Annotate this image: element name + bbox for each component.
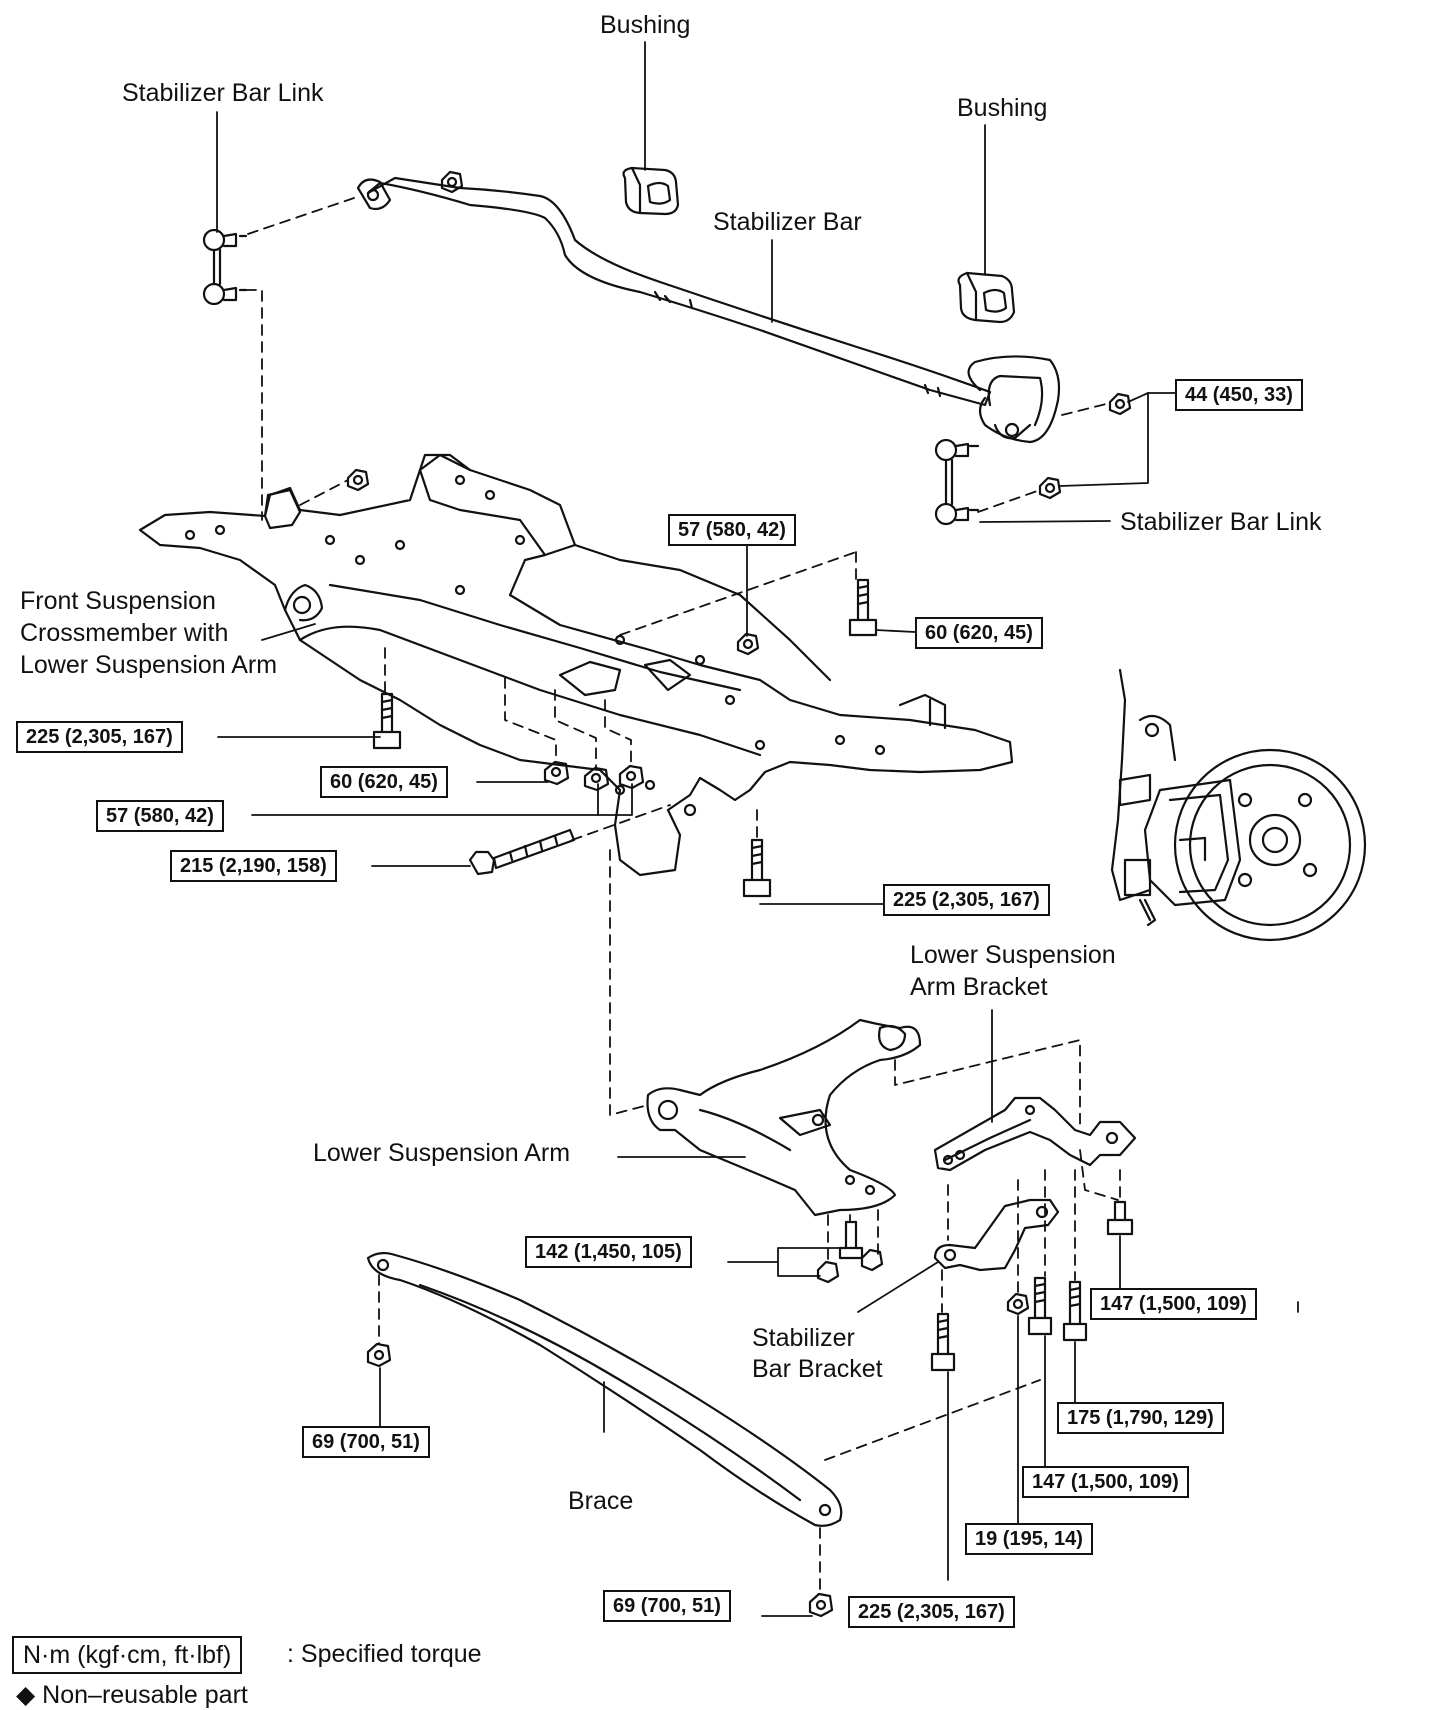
crossmember-label-line2: Crossmember with bbox=[20, 619, 229, 647]
brace-label: Brace bbox=[568, 1487, 634, 1515]
torque-spec: 175 (1,790, 129) bbox=[1057, 1402, 1224, 1434]
steering-knuckle-shape bbox=[1110, 668, 1367, 942]
torque-spec: 69 (700, 51) bbox=[302, 1426, 430, 1458]
torque-spec: 69 (700, 51) bbox=[603, 1590, 731, 1622]
lower-arm-label: Lower Suspension Arm bbox=[313, 1139, 571, 1167]
stab-link-left-shape bbox=[202, 228, 248, 306]
torque-spec: 57 (580, 42) bbox=[96, 800, 224, 832]
lower-arm-bracket-shape bbox=[933, 1096, 1137, 1172]
torque-spec: 57 (580, 42) bbox=[668, 514, 796, 546]
torque-spec: 147 (1,500, 109) bbox=[1090, 1288, 1257, 1320]
torque-spec: 225 (2,305, 167) bbox=[883, 884, 1050, 916]
stabilizer-bar-label: Stabilizer Bar bbox=[713, 208, 862, 236]
stab-bracket-label-line2: Bar Bracket bbox=[752, 1355, 883, 1383]
stab-link-right-label: Stabilizer Bar Link bbox=[1120, 508, 1322, 536]
nut-shape bbox=[440, 170, 464, 194]
bolt-shape bbox=[1062, 1280, 1088, 1342]
bushing-right-label: Bushing bbox=[957, 94, 1048, 122]
stab-link-right-shape bbox=[934, 438, 980, 526]
torque-spec: 225 (2,305, 167) bbox=[16, 721, 183, 753]
long-bolt-shape bbox=[468, 828, 576, 876]
bushing-right-shape bbox=[957, 271, 1016, 324]
bolt-shape bbox=[848, 578, 878, 637]
legend-unit-description: : Specified torque bbox=[287, 1640, 482, 1668]
stabilizer-bar-shape bbox=[356, 176, 1061, 444]
bolt-shape bbox=[1027, 1276, 1053, 1336]
stab-bar-bracket-shape bbox=[933, 1198, 1060, 1272]
bolt-shape bbox=[930, 1312, 956, 1372]
torque-spec: 44 (450, 33) bbox=[1175, 379, 1303, 411]
stab-bracket-label-line1: Stabilizer bbox=[752, 1324, 855, 1352]
bushing-left-label: Bushing bbox=[600, 11, 691, 39]
bushing-left-shape bbox=[622, 166, 680, 216]
torque-spec: 215 (2,190, 158) bbox=[170, 850, 337, 882]
torque-spec: 147 (1,500, 109) bbox=[1022, 1466, 1189, 1498]
lower-arm-bracket-label-line1: Lower Suspension bbox=[910, 941, 1116, 969]
lower-arm-bracket-label-line2: Arm Bracket bbox=[910, 973, 1048, 1001]
legend-unit-box: N·m (kgf·cm, ft·lbf) bbox=[12, 1636, 243, 1674]
crossmember-label-line1: Front Suspension bbox=[20, 587, 216, 615]
torque-spec: 19 (195, 14) bbox=[965, 1523, 1093, 1555]
bolt-shape bbox=[372, 692, 402, 750]
crossmember-shape bbox=[138, 453, 1014, 877]
lower-suspension-arm-shape bbox=[646, 1018, 922, 1217]
crossmember-label-line3: Lower Suspension Arm bbox=[20, 651, 278, 679]
assembly-dashed-lines bbox=[245, 195, 1121, 1593]
bolt-shape bbox=[742, 838, 772, 898]
torque-spec: 60 (620, 45) bbox=[320, 766, 448, 798]
leader-lines bbox=[216, 41, 1299, 1617]
bolt-shape bbox=[1106, 1200, 1134, 1236]
torque-spec: 142 (1,450, 105) bbox=[525, 1236, 692, 1268]
brace-shape bbox=[366, 1251, 843, 1527]
legend-nonreusable: ◆ Non–reusable part bbox=[16, 1681, 248, 1709]
torque-spec: 225 (2,305, 167) bbox=[848, 1596, 1015, 1628]
stab-link-left-label: Stabilizer Bar Link bbox=[122, 79, 324, 107]
torque-spec: 60 (620, 45) bbox=[915, 617, 1043, 649]
